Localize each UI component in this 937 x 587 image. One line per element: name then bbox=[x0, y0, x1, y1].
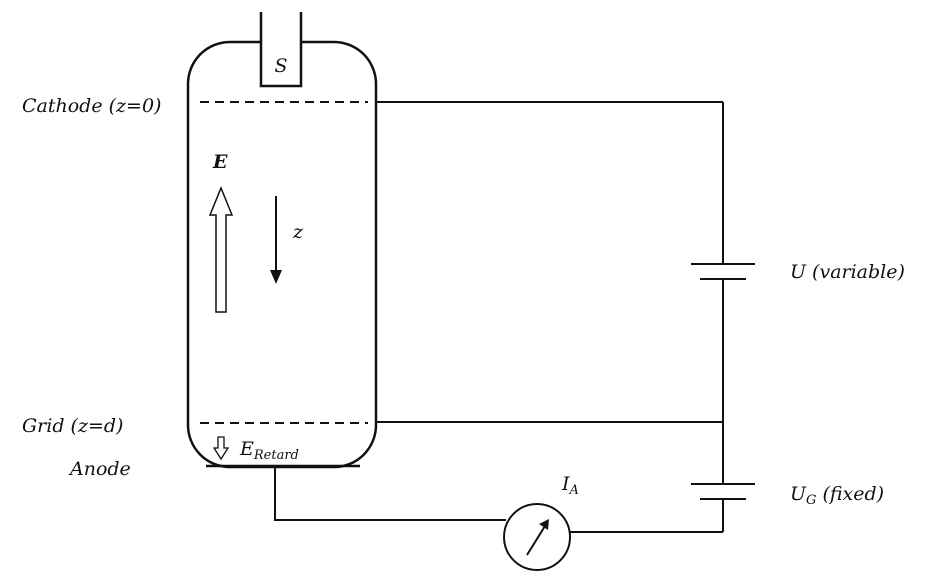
z-axis-label: z bbox=[292, 221, 304, 243]
current-main: I bbox=[561, 473, 570, 495]
voltage-ug-label: UG (fixed) bbox=[790, 483, 884, 508]
anode-wire bbox=[274, 466, 506, 521]
current-sub: A bbox=[569, 483, 579, 498]
e-retard-main: E bbox=[239, 438, 254, 460]
ammeter bbox=[503, 503, 571, 571]
ammeter-needle-head bbox=[539, 519, 549, 530]
grid-label: Grid (z=d) bbox=[22, 415, 123, 437]
current-label: IA bbox=[561, 473, 579, 498]
e-retard-label: ERetard bbox=[239, 438, 299, 463]
voltage-u-label: U (variable) bbox=[790, 261, 905, 283]
retard-arrow bbox=[212, 436, 230, 461]
voltage-ug-sub: G bbox=[806, 493, 816, 508]
voltage-ug-rest: (fixed) bbox=[816, 483, 884, 505]
source-inlet bbox=[259, 12, 303, 88]
field-e-label: E bbox=[212, 151, 228, 173]
ammeter-needle bbox=[526, 525, 546, 556]
voltage-ug-main: U bbox=[790, 483, 807, 505]
anode-label: Anode bbox=[68, 458, 131, 480]
field-direction-arrow bbox=[208, 186, 234, 313]
source-label: S bbox=[274, 55, 287, 77]
e-retard-sub: Retard bbox=[253, 448, 299, 463]
z-axis-arrowhead bbox=[270, 270, 282, 284]
cathode-label: Cathode (z=0) bbox=[22, 95, 161, 117]
